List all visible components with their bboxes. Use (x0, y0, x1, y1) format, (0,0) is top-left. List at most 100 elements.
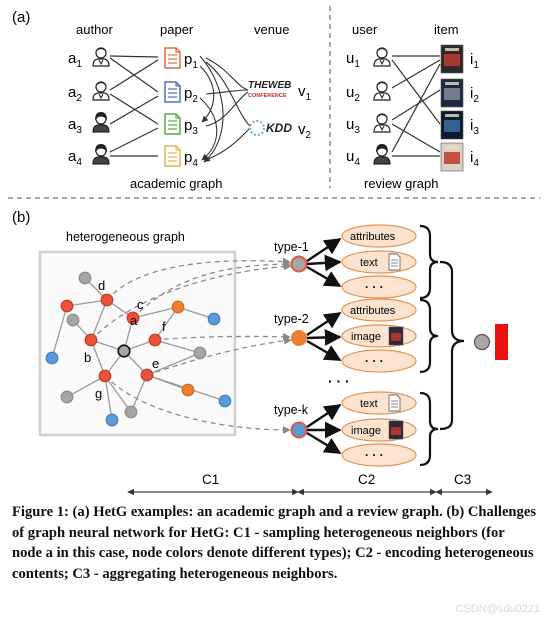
item-node: i2 (440, 78, 479, 108)
aggregated-node (473, 333, 491, 351)
paper-node: p2 (164, 81, 198, 105)
graph-node (193, 346, 207, 360)
figure-diagram: (a) author paper venue user item a1a2a3a… (8, 6, 540, 496)
graph-node (105, 413, 119, 427)
content-item: text (341, 250, 417, 274)
user-label: u1 (346, 50, 360, 70)
graph-node (45, 351, 59, 365)
content-item: · · · (341, 275, 417, 299)
author-label: a2 (68, 84, 82, 104)
content-ellipse (341, 349, 417, 373)
user-label: u3 (346, 116, 360, 136)
document-icon (164, 145, 181, 167)
graph-node-label: c (137, 297, 144, 312)
content-item: attributes (341, 298, 417, 322)
content-item: · · · (341, 443, 417, 467)
content-label: · · · (365, 280, 384, 294)
movie-poster-icon (440, 110, 464, 140)
content-label: attributes (350, 231, 396, 243)
graph-node (98, 369, 112, 383)
paper-venue-edges (205, 57, 251, 161)
author-label: a3 (68, 116, 82, 136)
content-ellipse (341, 250, 417, 274)
between-dots: · · · (328, 373, 350, 389)
sampling-arrows (90, 257, 292, 434)
venue-v2: KDD v2 (249, 120, 312, 141)
content-label: text (360, 398, 378, 410)
paper-header: paper (160, 22, 194, 37)
person-icon (373, 113, 391, 133)
stage-label-c2: C2 (358, 472, 375, 487)
graph-node-label: a (130, 313, 138, 328)
part-a-label: (a) (12, 9, 30, 26)
item-label: i1 (470, 51, 479, 71)
author-header: author (76, 22, 114, 37)
user-nodes: u1 u2 u3 u4 (346, 47, 391, 168)
item-node: i3 (440, 110, 479, 140)
graph-node (60, 390, 74, 404)
content-ellipse (341, 391, 417, 415)
paper-label: p2 (184, 85, 198, 105)
venue-logo-kdd: KDD (266, 121, 292, 135)
brackets (419, 224, 465, 467)
content-ellipses: attributes text · · · attributes image · · · t… (341, 224, 417, 467)
graph-node-label: f (162, 319, 166, 334)
paper-node: p4 (164, 145, 198, 169)
content-ellipse (341, 224, 417, 248)
graph-node (126, 311, 140, 325)
person-icon (92, 81, 110, 101)
type-label-2: type-2 (274, 312, 309, 326)
item-node: i1 (440, 44, 479, 74)
movie-poster-icon (388, 326, 404, 346)
user-node: u1 (346, 47, 391, 70)
venue-logo-theweb: THEWEB (248, 80, 291, 91)
graph-node-label: e (152, 356, 159, 371)
user-item-edges (391, 55, 441, 157)
item-label: i4 (470, 149, 479, 169)
movie-poster-icon (440, 142, 464, 172)
venue-v1: THEWEB CONFERENCE v1 (248, 80, 312, 103)
content-item: · · · (341, 349, 417, 373)
graph-node (124, 405, 138, 419)
author-paper-edges (109, 55, 159, 157)
item-header: item (434, 22, 459, 37)
paper-label: p3 (184, 117, 198, 137)
content-label: image (351, 331, 381, 343)
content-ellipse (341, 443, 417, 467)
user-label: u4 (346, 148, 360, 168)
paper-node: p1 (164, 47, 198, 71)
item-label: i2 (470, 85, 479, 105)
content-item: image (341, 324, 417, 348)
graph-node (66, 313, 80, 327)
type-node-1 (290, 255, 308, 273)
graph-node (78, 271, 92, 285)
document-icon (164, 113, 181, 135)
user-node: u3 (346, 113, 391, 136)
citation-arrows (199, 55, 224, 163)
content-ellipse (341, 275, 417, 299)
content-item: image (341, 418, 417, 442)
person-icon (92, 143, 110, 165)
kdd-logo-icon (249, 120, 265, 136)
content-label: · · · (365, 354, 384, 368)
graph-node (181, 383, 195, 397)
document-icon (388, 253, 401, 271)
venue-header: venue (254, 22, 289, 37)
author-node: a3 (68, 111, 110, 136)
graph-box (38, 250, 237, 437)
part-b-label: (b) (12, 209, 30, 226)
person-icon (373, 143, 391, 165)
user-label: u2 (346, 84, 360, 104)
author-node: a2 (68, 81, 110, 104)
graph-node-label: d (98, 278, 105, 293)
movie-poster-icon (388, 420, 404, 440)
user-header: user (352, 22, 378, 37)
stage-label-c3: C3 (454, 472, 471, 487)
graph-node (84, 333, 98, 347)
figure-caption: Figure 1: (a) HetG examples: an academic… (12, 502, 538, 584)
content-label: image (351, 425, 381, 437)
venue-label-v1: v1 (298, 83, 312, 103)
content-label: · · · (365, 448, 384, 462)
type-label-1: type-1 (274, 240, 309, 254)
content-label: text (360, 257, 378, 269)
